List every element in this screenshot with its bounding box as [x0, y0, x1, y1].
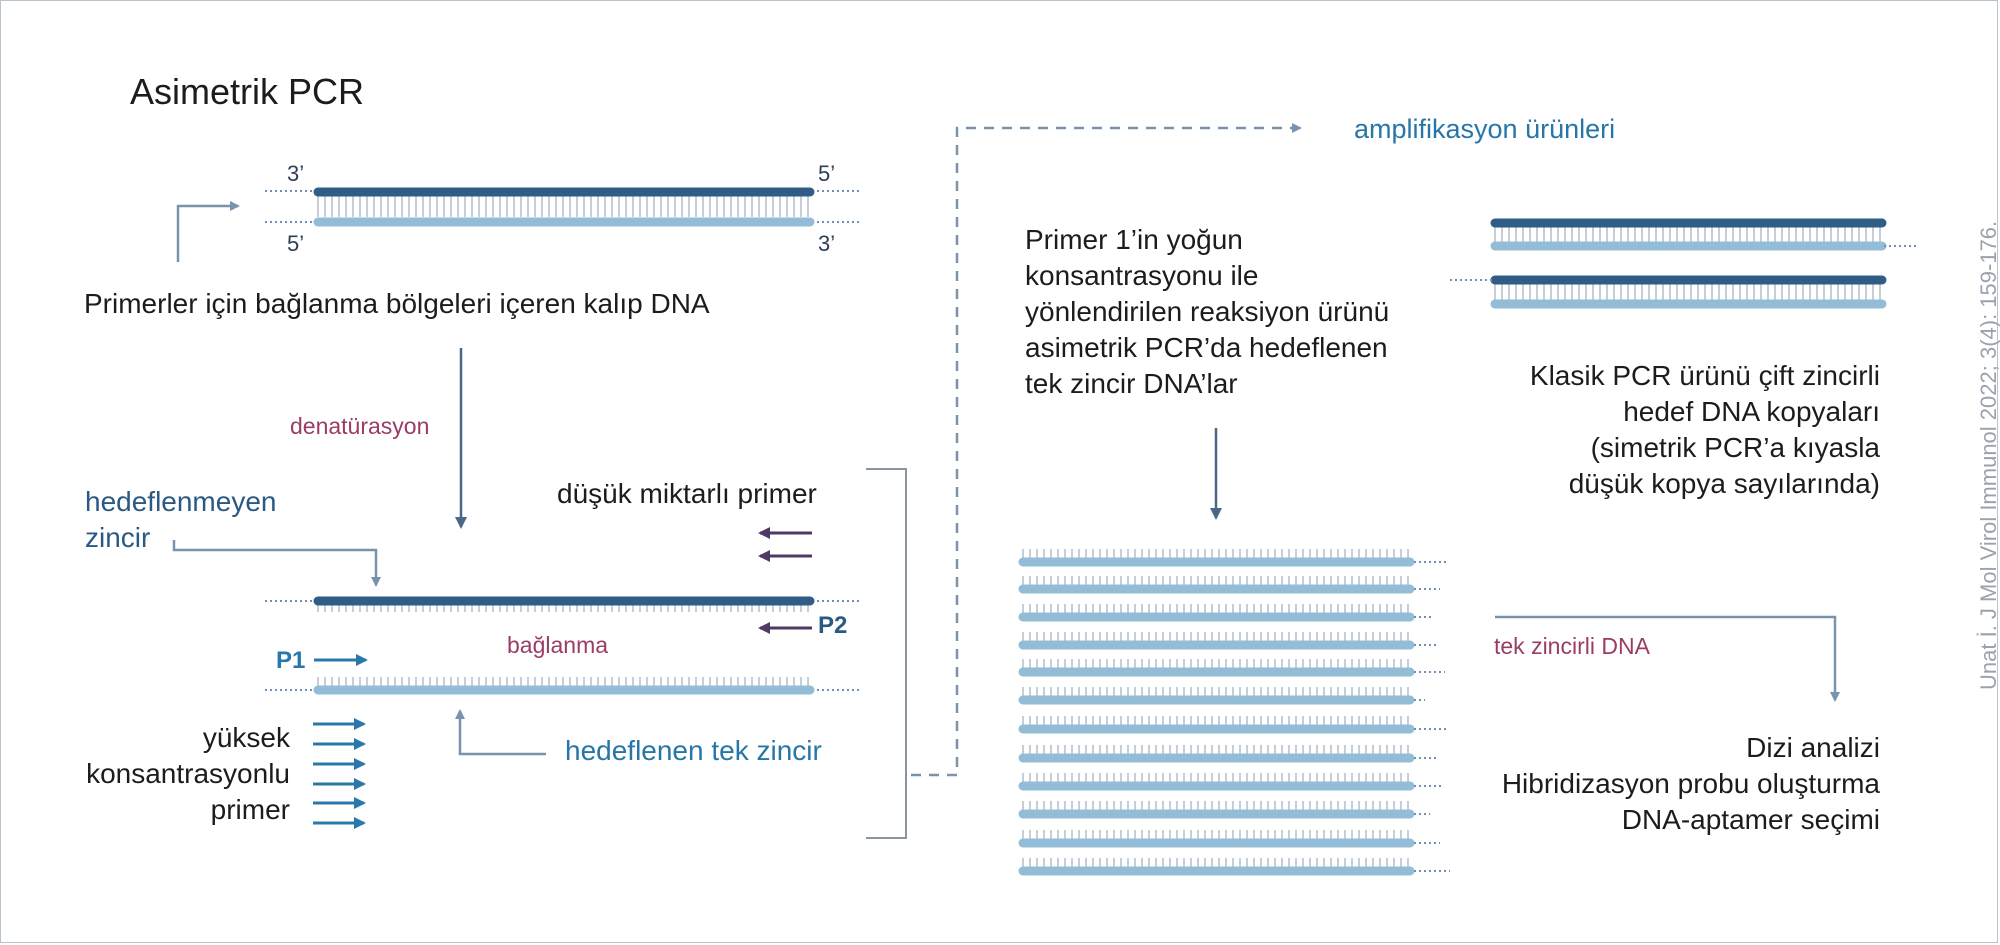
template-bottom-left-end-label: 5’	[287, 231, 305, 256]
non-target-line-2: zincir	[85, 522, 151, 553]
classic-pcr-products	[1450, 218, 1918, 309]
high-primer-label: yüksek konsantrasyonlu primer	[70, 720, 290, 828]
single-strand-ticks	[1022, 773, 1409, 782]
binding-label: bağlanma	[507, 632, 609, 658]
applications-list: Dizi analizi Hibridizasyon probu oluştur…	[1480, 730, 1880, 838]
separated-strands	[265, 596, 860, 695]
template-caption: Primerler için bağlanma bölgeleri içeren…	[84, 288, 710, 319]
single-strand-ticks	[1022, 745, 1409, 754]
primer1-line-4: asimetrik PCR’da hedeflenen	[1025, 332, 1388, 363]
open-base-ticks	[317, 605, 809, 612]
primer1-line-5: tek zincir DNA’lar	[1025, 368, 1238, 399]
application-sequencing: Dizi analizi	[1746, 732, 1880, 763]
amplification-products-label: amplifikasyon ürünleri	[1354, 114, 1616, 144]
amplification-dashed-arrow	[911, 123, 1302, 777]
single-strand-ticks	[1022, 687, 1409, 696]
single-strand-ticks	[1022, 604, 1409, 613]
classic-line-2: hedef DNA kopyaları	[1623, 396, 1880, 427]
high-primer-arrows	[313, 718, 366, 829]
template-dna-double-strand	[265, 187, 860, 227]
high-primer-line-2: konsantrasyonlu	[86, 758, 290, 789]
primer1-description: Primer 1’in yoğun konsantrasyonu ile yön…	[1025, 222, 1389, 402]
classic-line-3: (simetrik PCR’a kıyasla	[1590, 432, 1880, 463]
denaturation-label: denatürasyon	[290, 413, 430, 439]
single-strand-ticks	[1022, 830, 1409, 839]
single-strand-products	[1018, 549, 1450, 876]
base-pair-ticks	[317, 196, 809, 217]
target-strand-pointer-arrow	[455, 709, 546, 756]
copy-base-pair-ticks	[1494, 227, 1881, 242]
high-primer-line-3: primer	[210, 794, 290, 825]
single-strand-ticks	[1022, 549, 1409, 558]
template-top-left-end-label: 3’	[287, 161, 305, 186]
application-aptamer-selection: DNA-aptamer seçimi	[1621, 804, 1880, 835]
applications-arrow	[1495, 615, 1840, 702]
single-strand-ticks	[1022, 659, 1409, 668]
single-strand-ticks	[1022, 801, 1409, 810]
classic-line-4: düşük kopya sayılarında)	[1568, 468, 1880, 499]
citation: Unat İ. J Mol Virol Immunol 2022; 3(4): …	[1976, 220, 2000, 690]
classic-line-1: Klasik PCR ürünü çift zincirli	[1529, 360, 1880, 391]
classic-pcr-description: Klasik PCR ürünü çift zincirli hedef DNA…	[1480, 358, 1880, 502]
primer1-line-2: konsantrasyonu ile	[1025, 260, 1259, 291]
non-target-line-1: hedeflenmeyen	[85, 486, 277, 517]
single-strand-ticks	[1022, 632, 1409, 641]
non-target-strand-label: hedeflenmeyen zincir	[85, 484, 276, 556]
copy-base-pair-ticks	[1494, 284, 1881, 300]
open-base-ticks	[317, 677, 809, 686]
template-bottom-right-end-label: 3’	[818, 231, 836, 256]
low-primer-label: düşük miktarlı primer	[557, 478, 817, 509]
p2-label: P2	[818, 612, 848, 639]
single-strand-ticks	[1022, 858, 1409, 867]
primer1-line-3: yönlendirilen reaksiyon ürünü	[1025, 296, 1390, 327]
products-bracket	[866, 468, 907, 839]
target-single-strand-label: hedeflenen tek zincir	[565, 735, 822, 766]
single-strand-ticks	[1022, 716, 1409, 725]
single-strand-ticks	[1022, 576, 1409, 585]
template-pointer-arrow	[176, 201, 240, 262]
template-top-right-end-label: 5’	[818, 161, 836, 186]
figure-title: Asimetrik PCR	[130, 71, 365, 112]
primer1-line-1: Primer 1’in yoğun	[1025, 224, 1243, 255]
single-strand-dna-label: tek zincirli DNA	[1494, 633, 1650, 659]
non-target-pointer-arrow	[172, 540, 381, 587]
application-hybridization-probe: Hibridizasyon probu oluşturma	[1501, 768, 1880, 799]
p1-label: P1	[276, 647, 306, 674]
high-primer-line-1: yüksek	[202, 722, 290, 753]
